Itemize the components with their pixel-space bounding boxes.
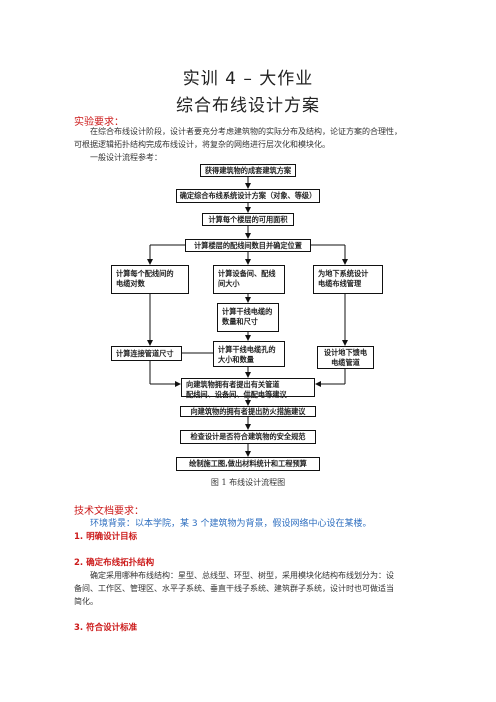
requirements-para1-line1: 在综合布线设计阶段，设计者要充分考虑建筑物的实际分布及结构，论证方案的合理性， xyxy=(90,127,402,136)
tech-docs-heading: 技术文档要求： xyxy=(74,506,144,517)
tech-docs-item2-line1: 确定采用哪种布线结构：星型、总线型、环型、树型，采用模块化结构布线划分为：设 xyxy=(90,571,394,580)
requirements-heading: 实验要求： xyxy=(74,117,124,128)
flow-step-floor-area: 计算每个楼层的可用面积 xyxy=(202,213,294,226)
tech-docs-item2-line2: 备间、工作区、管理区、水平子系统、垂直干线子系统、建筑群子系统，设计时也可做适当 xyxy=(74,584,394,593)
flow-step-cable-holes: 计算干线电缆孔的大小和数量 xyxy=(213,341,285,367)
requirements-para1-line2: 可根据逻辑拓扑结构完成布线设计，将复杂的网络进行层次化和模块化。 xyxy=(74,140,330,149)
tech-docs-background: 环境背景：以本学院，某 3 个建筑物为背景，假设网络中心设在某楼。 xyxy=(90,519,372,529)
flow-step-conduit-size: 计算连接管道尺寸 xyxy=(111,346,182,361)
figure-caption: 图 1 布线设计流程图 xyxy=(210,478,286,487)
tech-docs-item2-line3: 简化。 xyxy=(74,597,98,606)
flow-step-fire-safety: 向建筑物的拥有者提出防火措施建议 xyxy=(180,406,316,417)
flow-step-trunk-cable: 计算干线电缆的数量和尺寸 xyxy=(217,303,279,332)
flow-step-owner-suggestions: 向建筑物拥有者提出有关管道配线间、设备间、供配电等建议 xyxy=(181,378,315,399)
flow-step-underground-ducts: 设计地下馈电电缆管道 xyxy=(317,346,374,369)
tech-docs-item-1: 1. 明确设计目标 xyxy=(74,532,138,542)
page-title: 实训 4 – 大作业 xyxy=(182,69,314,89)
page-subtitle: 综合布线设计方案 xyxy=(176,96,320,116)
tech-docs-item-3: 3. 符合设计标准 xyxy=(74,623,138,633)
flow-step-construction-drawings: 绘制施工图,做出材料统计和工程预算 xyxy=(176,457,320,471)
flow-step-determine-scheme: 确定综合布线系统设计方案（对象、等级） xyxy=(176,189,320,203)
flow-step-safety-check: 检查设计是否符合建筑物的安全规范 xyxy=(180,430,316,444)
flow-step-get-building-plan: 获得建筑物的成套建筑方案 xyxy=(200,164,296,177)
flow-step-cable-pairs: 计算每个配线间的电缆对数 xyxy=(111,265,189,294)
tech-docs-item-2: 2. 确定布线拓扑结构 xyxy=(74,558,155,568)
requirements-para2: 一般设计流程参考： xyxy=(90,153,162,162)
flow-step-room-size: 计算设备间、配线间大小 xyxy=(213,265,285,294)
flow-step-underground-design: 为地下系统设计电缆布线管理 xyxy=(313,265,383,294)
flow-step-wiring-closets: 计算楼层的配线间数目并确定位置 xyxy=(185,239,311,252)
